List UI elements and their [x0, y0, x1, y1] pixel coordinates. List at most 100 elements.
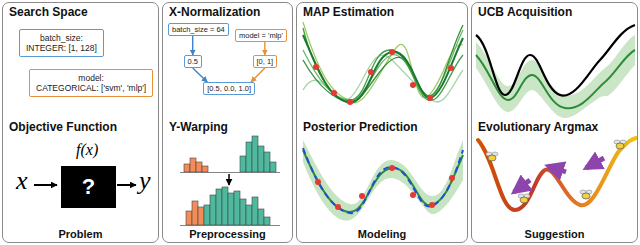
histogram-bar [270, 162, 276, 172]
true-function [303, 148, 463, 213]
box-text: [0.5, 0.0, 1.0] [207, 84, 251, 93]
histogram-bar [264, 152, 270, 172]
section-title: Y-Warping [169, 121, 228, 135]
parameter-box: model:CATEGORICAL: ['svm', 'mlp'] [29, 69, 153, 97]
histogram-bar [202, 166, 208, 172]
histogram-bar [246, 205, 252, 225]
warp-arrow [228, 174, 230, 185]
histogram-bar [184, 164, 190, 172]
stage-label: Preprocessing [163, 228, 292, 241]
data-point [368, 69, 374, 75]
histogram-axis [180, 225, 280, 226]
acquisition-curve [476, 25, 635, 96]
histogram-bar [258, 146, 264, 172]
data-point [315, 179, 321, 185]
data-point [449, 175, 455, 181]
histogram-bar [234, 191, 240, 225]
data-point [448, 65, 454, 71]
data-point [359, 193, 365, 199]
box-text: ? [82, 174, 95, 200]
data-point [429, 202, 435, 208]
mutation-arrow [586, 158, 604, 168]
histogram-bar [196, 162, 202, 172]
histogram-before [184, 136, 276, 172]
section-title: Evolutionary Argmax [478, 121, 598, 135]
histogram-bar [210, 195, 216, 225]
data-point [389, 49, 395, 55]
sample-curve [303, 22, 463, 103]
section-title: Posterior Prediction [303, 121, 418, 135]
box-text: 0.5 [188, 57, 198, 66]
box-text: [0, 1] [257, 57, 274, 66]
stage-panel: UCB AcquisitionEvolutionary ArgmaxSugges… [471, 2, 638, 243]
histogram-bar [252, 136, 258, 172]
acquisition-landscape [478, 138, 636, 210]
feature-vector-box: [0.5, 0.0, 1.0] [203, 82, 255, 95]
data-point [331, 90, 337, 96]
encoded-box: [0, 1] [253, 55, 278, 68]
data-point [347, 99, 353, 105]
output-variable: y [139, 168, 151, 194]
observations [313, 49, 454, 105]
histogram-bar [222, 187, 228, 225]
section-title: MAP Estimation [303, 6, 394, 20]
histogram-bar [252, 197, 258, 225]
histogram-bar [264, 217, 270, 225]
data-point [389, 165, 395, 171]
mutation-arrow [548, 166, 566, 172]
box-text: CATEGORICAL: ['svm', 'mlp'] [36, 83, 146, 93]
data-point [313, 64, 319, 70]
histogram-bar [246, 142, 252, 172]
flow-arrow [251, 68, 265, 82]
agent-icon [518, 194, 530, 203]
posterior-mean [476, 50, 635, 108]
posterior-mean [303, 150, 463, 212]
function-label: f(x) [76, 142, 98, 158]
stage-label: Modeling [297, 228, 467, 241]
agent-icon [486, 152, 498, 161]
stage-panel: MAP EstimationPosterior PredictionModeli… [296, 2, 468, 243]
sample-curve [303, 25, 463, 103]
histogram-bar [192, 201, 198, 225]
stage-panel: Search SpaceObjective FunctionProblembat… [2, 2, 159, 243]
value-box: batch_size = 64 [168, 23, 229, 36]
histogram-axis [180, 172, 280, 173]
data-point [335, 204, 341, 210]
candidate-agents [486, 140, 626, 203]
box-text: model = 'mlp' [239, 31, 283, 40]
observations [315, 165, 455, 210]
histogram-bar [186, 211, 192, 225]
flow-arrow [193, 68, 208, 82]
histogram-bar [190, 158, 196, 172]
encoded-box: 0.5 [184, 55, 202, 68]
uncertainty-band [303, 140, 463, 221]
section-title: X-Normalization [169, 6, 260, 20]
histogram-bar [240, 199, 246, 225]
map-curve [303, 35, 463, 102]
input-arrow [34, 184, 57, 186]
box-text: batch_size: [26, 33, 97, 43]
parameter-box: batch_size:INTEGER: [1, 128] [19, 29, 104, 57]
histogram-bar [204, 205, 210, 225]
data-point [410, 82, 416, 88]
evolution-arrows [514, 158, 604, 192]
box-text: batch_size = 64 [172, 25, 225, 34]
histogram-bar [198, 207, 204, 225]
histogram-bar [258, 209, 264, 225]
box-text: INTEGER: [1, 128] [26, 43, 97, 53]
agent-icon [614, 140, 626, 149]
histogram-bar [216, 189, 222, 225]
stage-label: Suggestion [472, 228, 637, 241]
section-title: UCB Acquisition [478, 6, 572, 20]
output-arrow [117, 184, 136, 186]
histogram-bar [240, 156, 246, 172]
data-point [427, 95, 433, 101]
stage-panel: X-NormalizationY-WarpingPreprocessing bat… [162, 2, 293, 243]
data-point [410, 192, 416, 198]
histogram-bar [228, 193, 234, 225]
section-title: Search Space [9, 6, 88, 20]
flow-arrow [264, 42, 265, 55]
input-variable: x [16, 168, 28, 194]
value-box: model = 'mlp' [235, 29, 287, 42]
flow-arrow [192, 36, 193, 55]
